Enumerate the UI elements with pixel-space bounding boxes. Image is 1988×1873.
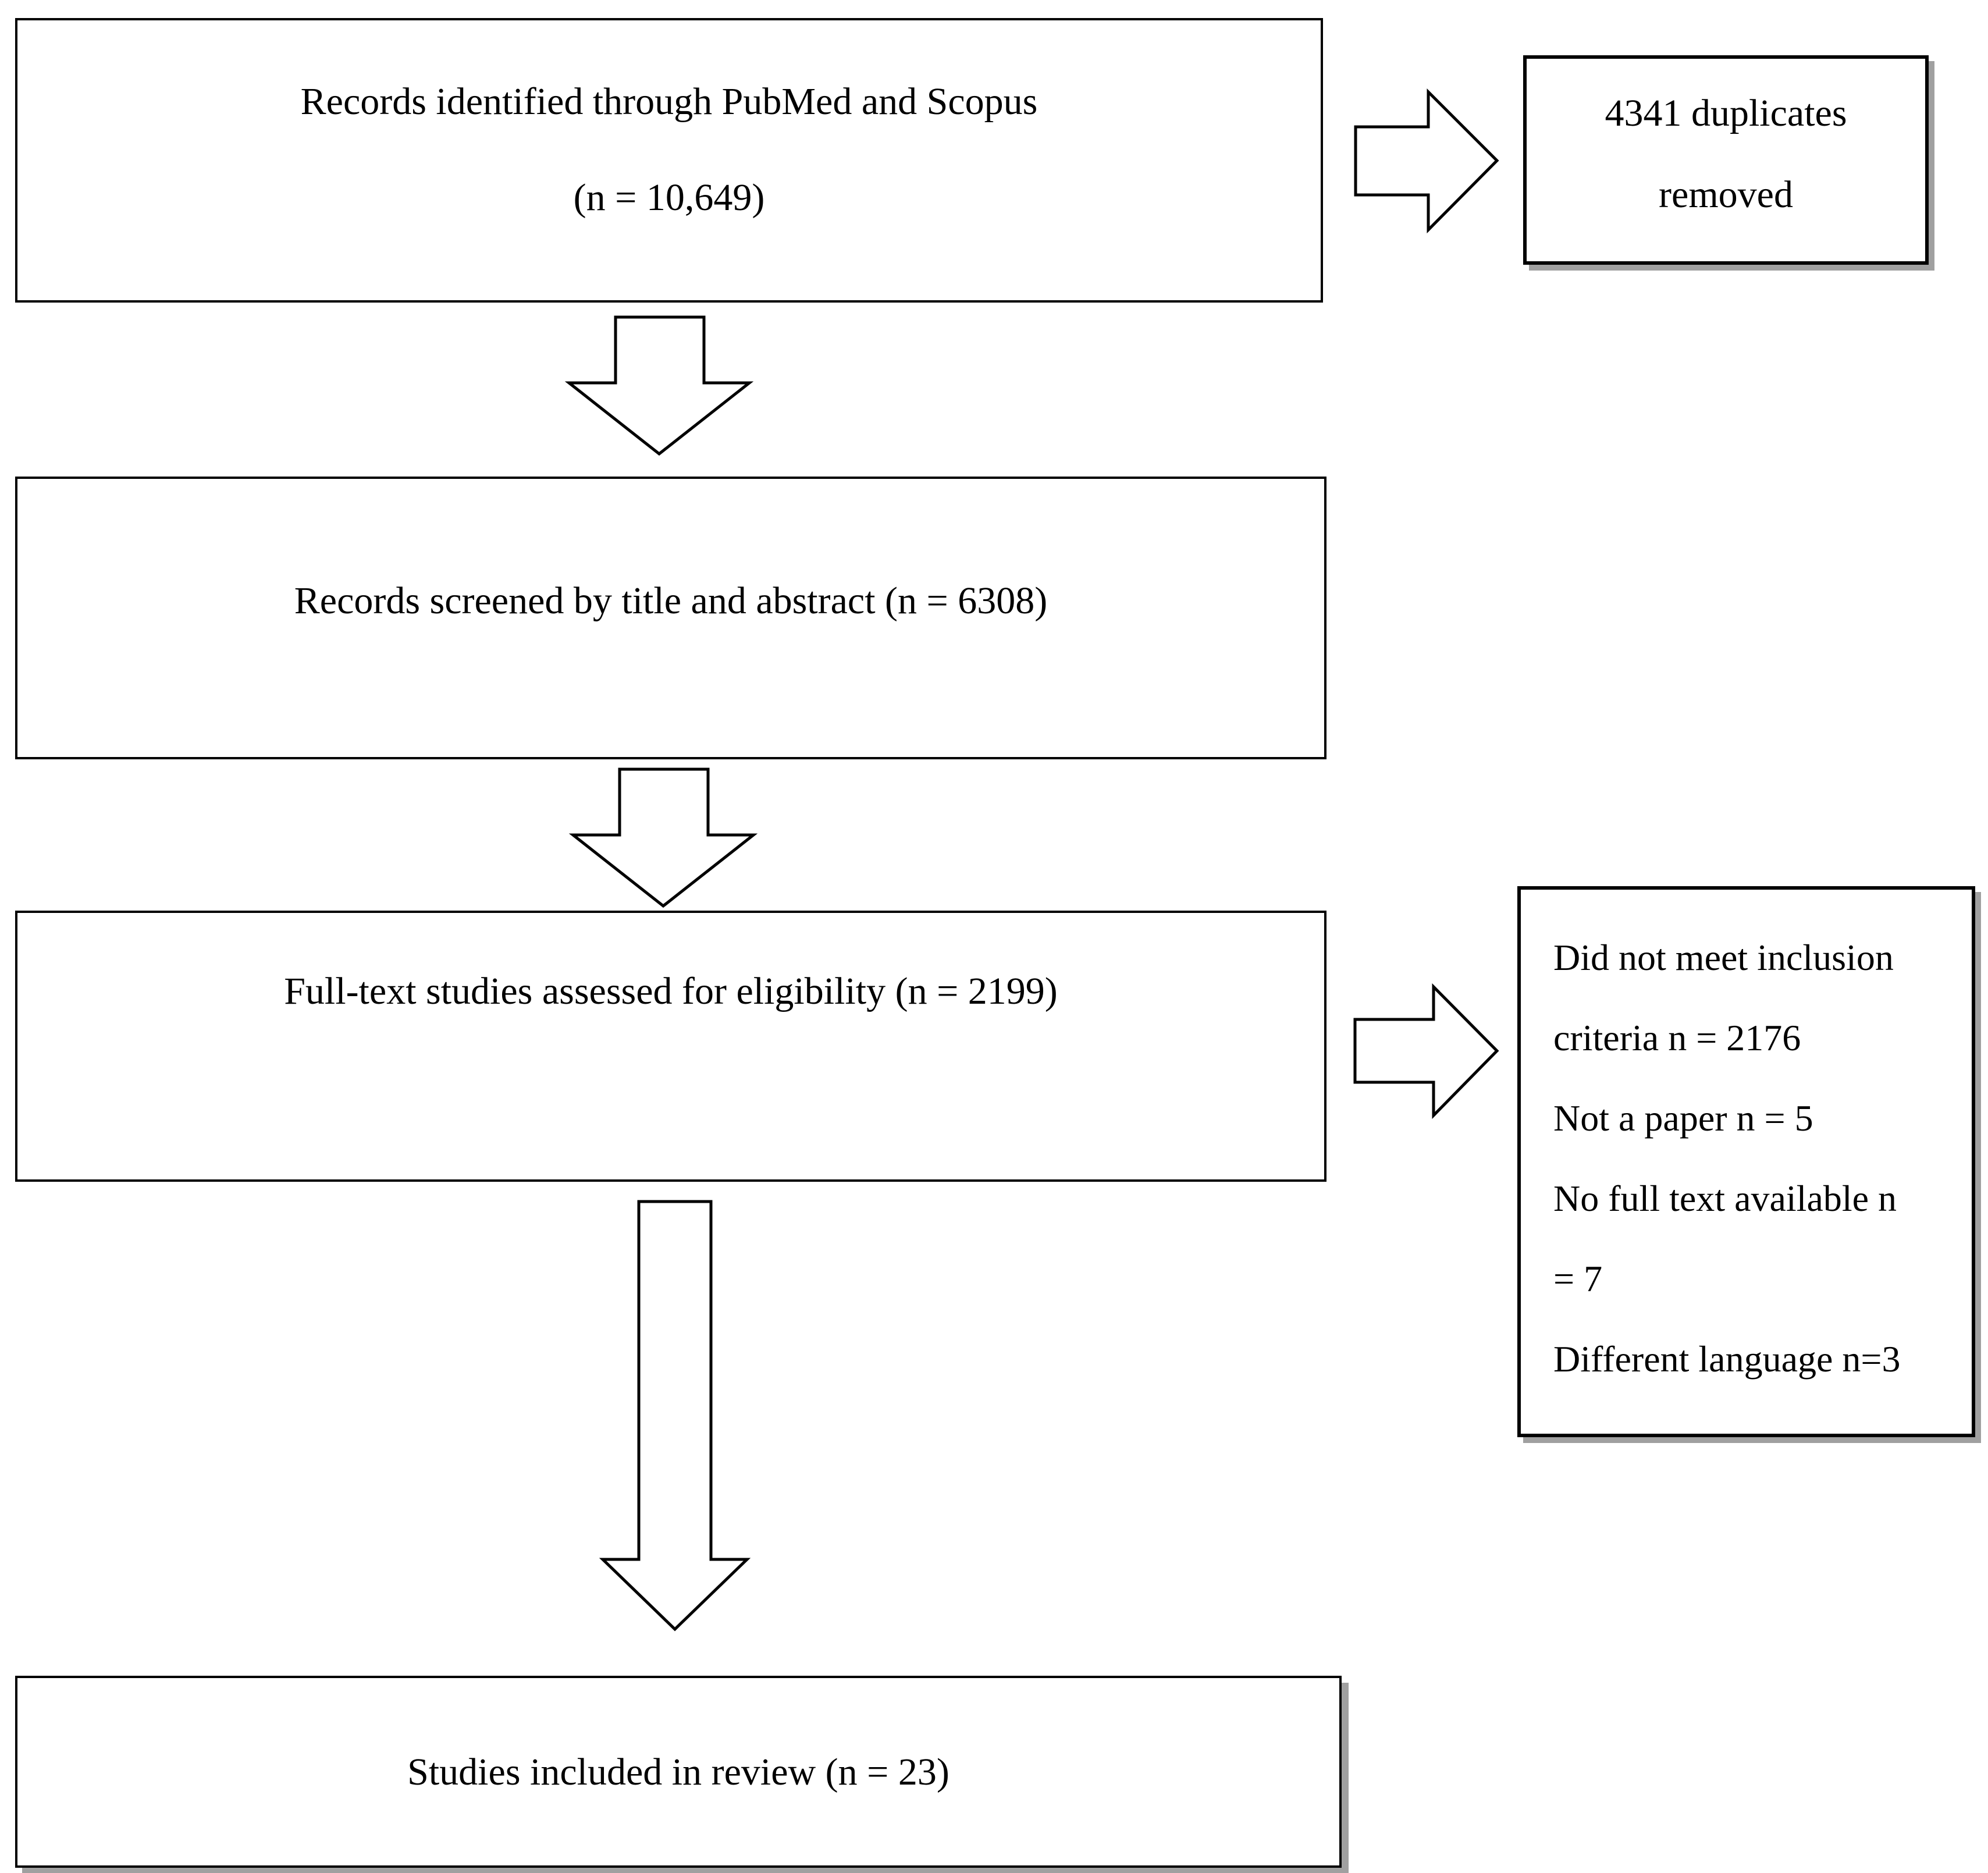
right-arrow-icon xyxy=(1353,983,1499,1119)
down-arrow-icon xyxy=(568,767,758,908)
duplicates-removed-text: removed xyxy=(1659,173,1793,216)
box-duplicates-removed: 4341 duplicates removed xyxy=(1523,55,1929,265)
exclusion-reason-line: Different language n=3 xyxy=(1553,1338,1901,1380)
down-arrow-icon xyxy=(564,315,754,456)
right-arrow-icon xyxy=(1354,88,1499,234)
records-identified-text: Records identified through PubMed and Sc… xyxy=(300,80,1038,123)
box-studies-included: Studies included in review (n = 23) xyxy=(15,1676,1342,1868)
exclusion-reason-line: Not a paper n = 5 xyxy=(1553,1097,1813,1139)
box-fulltext-assessed: Full-text studies assessed for eligibili… xyxy=(15,911,1326,1182)
exclusion-reason-line: Did not meet inclusion xyxy=(1553,937,1894,978)
records-screened-text: Records screened by title and abstract (… xyxy=(294,579,1048,622)
exclusion-reason-line: criteria n = 2176 xyxy=(1553,1017,1801,1058)
records-identified-count: (n = 10,649) xyxy=(573,176,765,219)
box-records-identified: Records identified through PubMed and Sc… xyxy=(15,18,1323,303)
studies-included-text: Studies included in review (n = 23) xyxy=(407,1750,949,1793)
long-down-arrow-icon xyxy=(599,1200,751,1632)
fulltext-assessed-text: Full-text studies assessed for eligibili… xyxy=(284,969,1058,1012)
exclusion-reason-line: No full text available n xyxy=(1553,1178,1897,1219)
box-exclusion-reasons: Did not meet inclusion criteria n = 2176… xyxy=(1517,886,1975,1437)
box-records-screened: Records screened by title and abstract (… xyxy=(15,477,1326,759)
duplicates-count-text: 4341 duplicates xyxy=(1605,92,1847,134)
exclusion-reason-line: = 7 xyxy=(1553,1258,1603,1299)
